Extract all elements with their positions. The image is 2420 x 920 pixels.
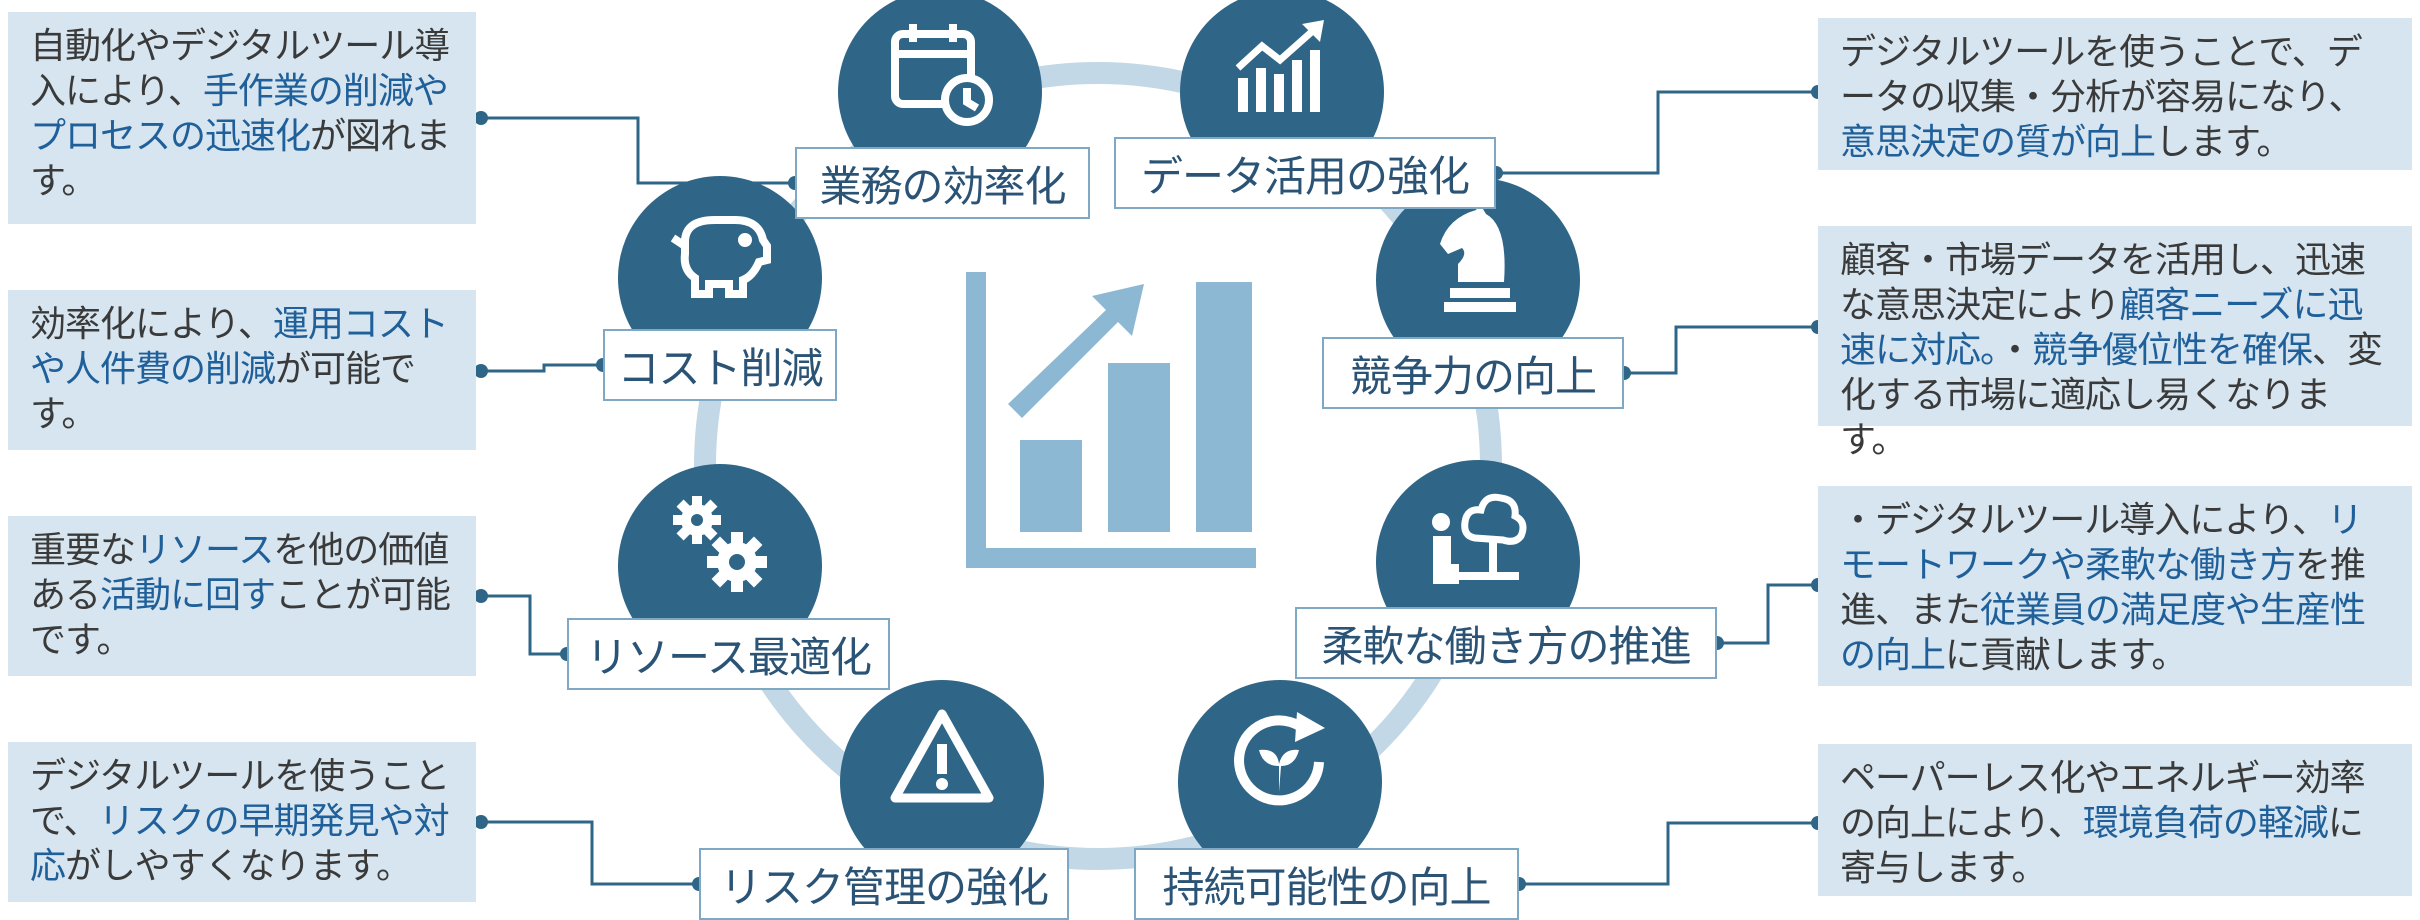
highlight-text: リソース: [135, 530, 274, 571]
highlight-text: 手作業の削減やプロセスの迅速化: [30, 71, 449, 157]
growth-bar-chart-icon: [966, 272, 1256, 568]
desc-competitiveness: 顧客・市場データを活用し、迅速な意思決定により顧客ニーズに迅速に対応。・競争優位…: [1818, 226, 2412, 461]
desc-resource: 重要なリソースを他の価値ある活動に回すことが可能です。: [8, 516, 476, 676]
desc-text: デジタルツールを使うことで、: [30, 756, 450, 842]
highlight-text: 活動に回す: [100, 575, 276, 616]
connector-dot: [474, 111, 488, 125]
calendar-clock-icon: [891, 24, 993, 126]
desc-text: 自動化やデジタルツール導入により、: [30, 26, 450, 112]
desc-text: 効率化により、: [30, 304, 274, 345]
connector-efficiency: [481, 116, 795, 185]
desc-flexible: ・デジタルツール導入により、リモートワークや柔軟な働き方を推進、また従業員の満足…: [1818, 486, 2412, 686]
gears-icon: [673, 496, 767, 592]
label-risk: リスク管理の強化: [699, 848, 1069, 920]
connector-dot: [474, 589, 488, 603]
desc-risk: デジタルツールを使うことで、リスクの早期発見や対応がしやすくなります。: [8, 742, 476, 902]
connector-risk: [481, 820, 699, 886]
highlight-text: 意思決定の質が向上: [1840, 122, 2156, 163]
label-resource: リソース最適化: [567, 618, 890, 690]
desc-text: デジタルツールを使うことで、データの収集・分析が容易になり、: [1840, 32, 2365, 118]
highlight-text: 顧客ニーズに迅速に対応。: [1840, 285, 2363, 371]
person-tree-bench-icon: [1432, 493, 1527, 584]
desc-text: します。: [2155, 122, 2292, 163]
highlight-text: 環境負荷の軽減: [2082, 803, 2329, 844]
highlight-text: 従業員の満足度や生産性の向上: [1840, 590, 2366, 676]
desc-cost: 効率化により、運用コストや人件費の削減が可能です。: [8, 290, 476, 450]
desc-text: ことが可能です。: [30, 575, 451, 661]
highlight-text: リモートワークや柔軟な働き方: [1840, 500, 2363, 586]
bar-chart-trend-icon: [1235, 20, 1324, 112]
warning-triangle-icon: [890, 709, 994, 803]
desc-text: 顧客・市場データを活用し、迅速な意思決定により: [1840, 240, 2366, 326]
connector-resource: [481, 594, 567, 656]
label-sustainability: 持続可能性の向上: [1134, 848, 1519, 920]
highlight-text: 運用コストや人件費の削減: [30, 304, 449, 390]
recycle-leaf-icon: [1234, 712, 1325, 806]
desc-sustainability: ペーパーレス化やエネルギー効率の向上により、環境負荷の軽減に寄与します。: [1818, 744, 2412, 896]
desc-efficiency: 自動化やデジタルツール導入により、手作業の削減やプロセスの迅速化が図れます。: [8, 12, 476, 224]
connector-flexible: [1717, 583, 1818, 645]
connector-dot: [474, 364, 488, 378]
connector-data: [1496, 90, 1818, 175]
label-cost: コスト削減: [603, 329, 837, 401]
desc-text: に貢献します。: [1945, 635, 2187, 676]
desc-text: に寄与します。: [1840, 803, 2364, 889]
desc-text: ペーパーレス化やエネルギー効率の向上により、: [1840, 758, 2366, 844]
label-flexible: 柔軟な働き方の推進: [1295, 607, 1717, 679]
highlight-text: 競争優位性を確保: [2032, 330, 2313, 371]
desc-text: ・: [1997, 330, 2033, 371]
desc-text: が可能です。: [30, 349, 416, 435]
desc-text: が図れます。: [30, 116, 451, 202]
piggy-bank-icon: [670, 216, 771, 298]
connector-competitiveness: [1624, 325, 1818, 375]
desc-text: がしやすくなります。: [65, 846, 412, 887]
label-data: データ活用の強化: [1114, 137, 1496, 209]
highlight-text: リスクの早期発見や対応: [30, 801, 450, 887]
label-competitiveness: 競争力の向上: [1322, 337, 1624, 409]
desc-text: 重要な: [30, 530, 136, 571]
desc-text: を他の価値ある: [30, 530, 449, 616]
chess-knight-icon: [1440, 204, 1516, 312]
desc-data: デジタルツールを使うことで、データの収集・分析が容易になり、意思決定の質が向上し…: [1818, 18, 2412, 170]
desc-text: ・デジタルツール導入により、: [1840, 500, 2328, 541]
connector-cost: [481, 363, 603, 373]
connector-dot: [474, 815, 488, 829]
connector-sustainability: [1519, 821, 1818, 886]
desc-text: 、変化する市場に適応し易くなります。: [1840, 330, 2383, 461]
desc-text: を推進、また: [1840, 545, 2366, 631]
label-efficiency: 業務の効率化: [795, 147, 1090, 219]
